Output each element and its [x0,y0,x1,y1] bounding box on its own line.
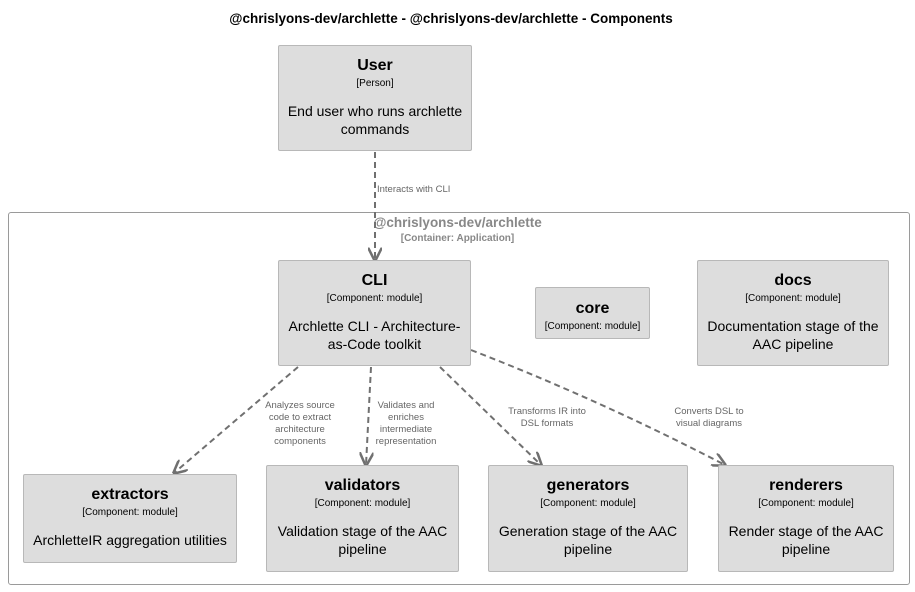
node-user[interactable]: User [Person] End user who runs archlett… [278,45,472,151]
node-validators-name: validators [324,477,401,494]
edge-label-cli-validators: Validates and enriches intermediate repr… [375,400,437,447]
edge-cli-renderers [470,349,725,465]
node-extractors-desc: ArchletteIR aggregation utilities [33,532,227,548]
node-generators-type: [Component: module] [540,498,636,509]
edge-cli-generators [439,366,541,465]
node-docs[interactable]: docs [Component: module] Documentation s… [697,260,889,366]
boundary-type: [Container: Application] [400,233,515,244]
edge-cli-extractors [174,366,299,473]
node-docs-desc: Documentation stage of the AAC pipeline [707,318,879,352]
diagram-title: @chrislyons-dev/archlette - @chrislyons-… [229,11,673,26]
node-extractors-type: [Component: module] [82,507,178,518]
node-validators-desc: Validation stage of the AAC pipeline [277,523,448,557]
node-cli-name: CLI [361,272,388,289]
node-user-desc: End user who runs archlette commands [287,103,463,137]
edge-label-cli-extractors: Analyzes source code to extract architec… [265,400,335,447]
node-docs-type: [Component: module] [745,293,841,304]
node-generators-desc: Generation stage of the AAC pipeline [498,523,678,557]
node-extractors-name: extractors [91,486,169,503]
node-generators[interactable]: generators [Component: module] Generatio… [488,465,688,572]
node-user-type: [Person] [356,78,394,89]
node-user-name: User [357,57,393,74]
node-validators[interactable]: validators [Component: module] Validatio… [266,465,459,572]
node-renderers-desc: Render stage of the AAC pipeline [728,523,884,557]
node-validators-type: [Component: module] [314,498,411,509]
edge-label-cli-renderers: Converts DSL to visual diagrams [674,406,744,429]
node-renderers-type: [Component: module] [758,498,854,509]
container-boundary [8,212,910,585]
boundary-name: @chrislyons-dev/archlette [373,215,542,230]
node-cli[interactable]: CLI [Component: module] Archlette CLI - … [278,260,471,366]
node-docs-name: docs [774,272,812,289]
node-cli-desc: Archlette CLI - Architecture-as-Code too… [288,318,461,352]
node-generators-name: generators [546,477,630,494]
node-core-type: [Component: module] [544,321,641,332]
node-core[interactable]: core [Component: module] [535,287,650,339]
edge-cli-validators [366,366,371,465]
node-core-name: core [575,300,610,317]
edge-label-user-cli: Interacts with CLI [377,184,451,195]
edge-label-cli-generators: Transforms IR into DSL formats [508,406,586,429]
node-extractors[interactable]: extractors [Component: module] Archlette… [23,474,237,563]
node-renderers[interactable]: renderers [Component: module] Render sta… [718,465,894,572]
node-renderers-name: renderers [769,477,843,494]
node-cli-type: [Component: module] [326,293,423,304]
